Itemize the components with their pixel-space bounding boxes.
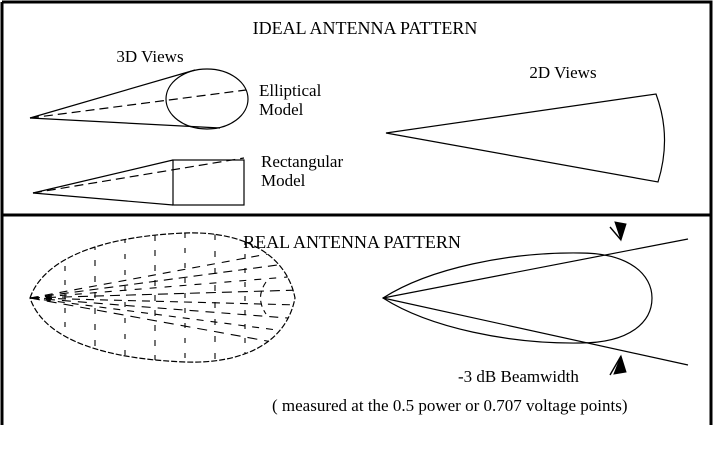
ideal-section: IDEAL ANTENNA PATTERN 3D Views 2D Views … <box>29 18 666 206</box>
views-3d-label: 3D Views <box>116 47 183 66</box>
real-3d-lobe <box>29 232 296 363</box>
ideal-2d-sector <box>385 93 666 183</box>
hatch-line <box>30 261 295 299</box>
hatch-line <box>30 297 295 320</box>
hatch-line <box>30 247 295 299</box>
diagram-frame <box>0 0 713 425</box>
elliptical-dashed-axis <box>29 89 247 119</box>
rectangular-dashed-axis <box>32 157 245 194</box>
rectangular-cone-bottom-edge <box>32 192 174 206</box>
beamwidth-arrow-lower <box>609 354 627 376</box>
hatch-line <box>30 275 295 299</box>
views-2d-label: 2D Views <box>529 63 596 82</box>
elliptical-model <box>29 68 249 130</box>
elliptical-model-ellipse <box>165 68 249 130</box>
elliptical-label-line1: Elliptical <box>259 81 322 100</box>
beamwidth-upper-line <box>382 238 689 299</box>
arrow-upper-head <box>614 221 627 242</box>
real-2d-lobe <box>381 238 689 366</box>
arrow-lower-shaft <box>609 355 622 376</box>
rectangular-model <box>32 157 245 206</box>
rectangular-cone-top-edge <box>32 159 174 194</box>
hatch-arc <box>259 281 267 315</box>
beamwidth-label: -3 dB Beamwidth <box>458 367 579 386</box>
rectangular-label-line1: Rectangular <box>261 152 343 171</box>
hatch-line <box>30 297 295 306</box>
arrow-upper-shaft <box>609 226 622 241</box>
beamwidth-note: ( measured at the 0.5 power or 0.707 vol… <box>272 396 628 415</box>
frame-top-right-edge <box>2 0 713 425</box>
ideal-2d-sector-shape <box>385 93 666 183</box>
hatch-line <box>30 297 295 348</box>
real-title: REAL ANTENNA PATTERN <box>243 232 461 252</box>
beamwidth-arrow-upper <box>609 221 627 242</box>
hatch-line <box>30 289 295 299</box>
beamwidth-lower-line <box>382 297 689 366</box>
elliptical-cone-bottom-edge <box>29 117 221 129</box>
real-2d-lobe-outline <box>381 252 653 344</box>
rectangular-model-box <box>172 159 245 206</box>
elliptical-cone-top-edge <box>29 69 196 119</box>
ideal-title: IDEAL ANTENNA PATTERN <box>253 18 478 38</box>
arrow-lower-head <box>613 354 627 375</box>
real-3d-lobe-hatching <box>30 233 295 362</box>
elliptical-label-line2: Model <box>259 100 304 119</box>
hatch-line <box>30 297 295 334</box>
real-section: REAL ANTENNA PATTERN <box>29 221 689 415</box>
rectangular-label-line2: Model <box>261 171 306 190</box>
real-3d-lobe-outline <box>29 232 296 363</box>
